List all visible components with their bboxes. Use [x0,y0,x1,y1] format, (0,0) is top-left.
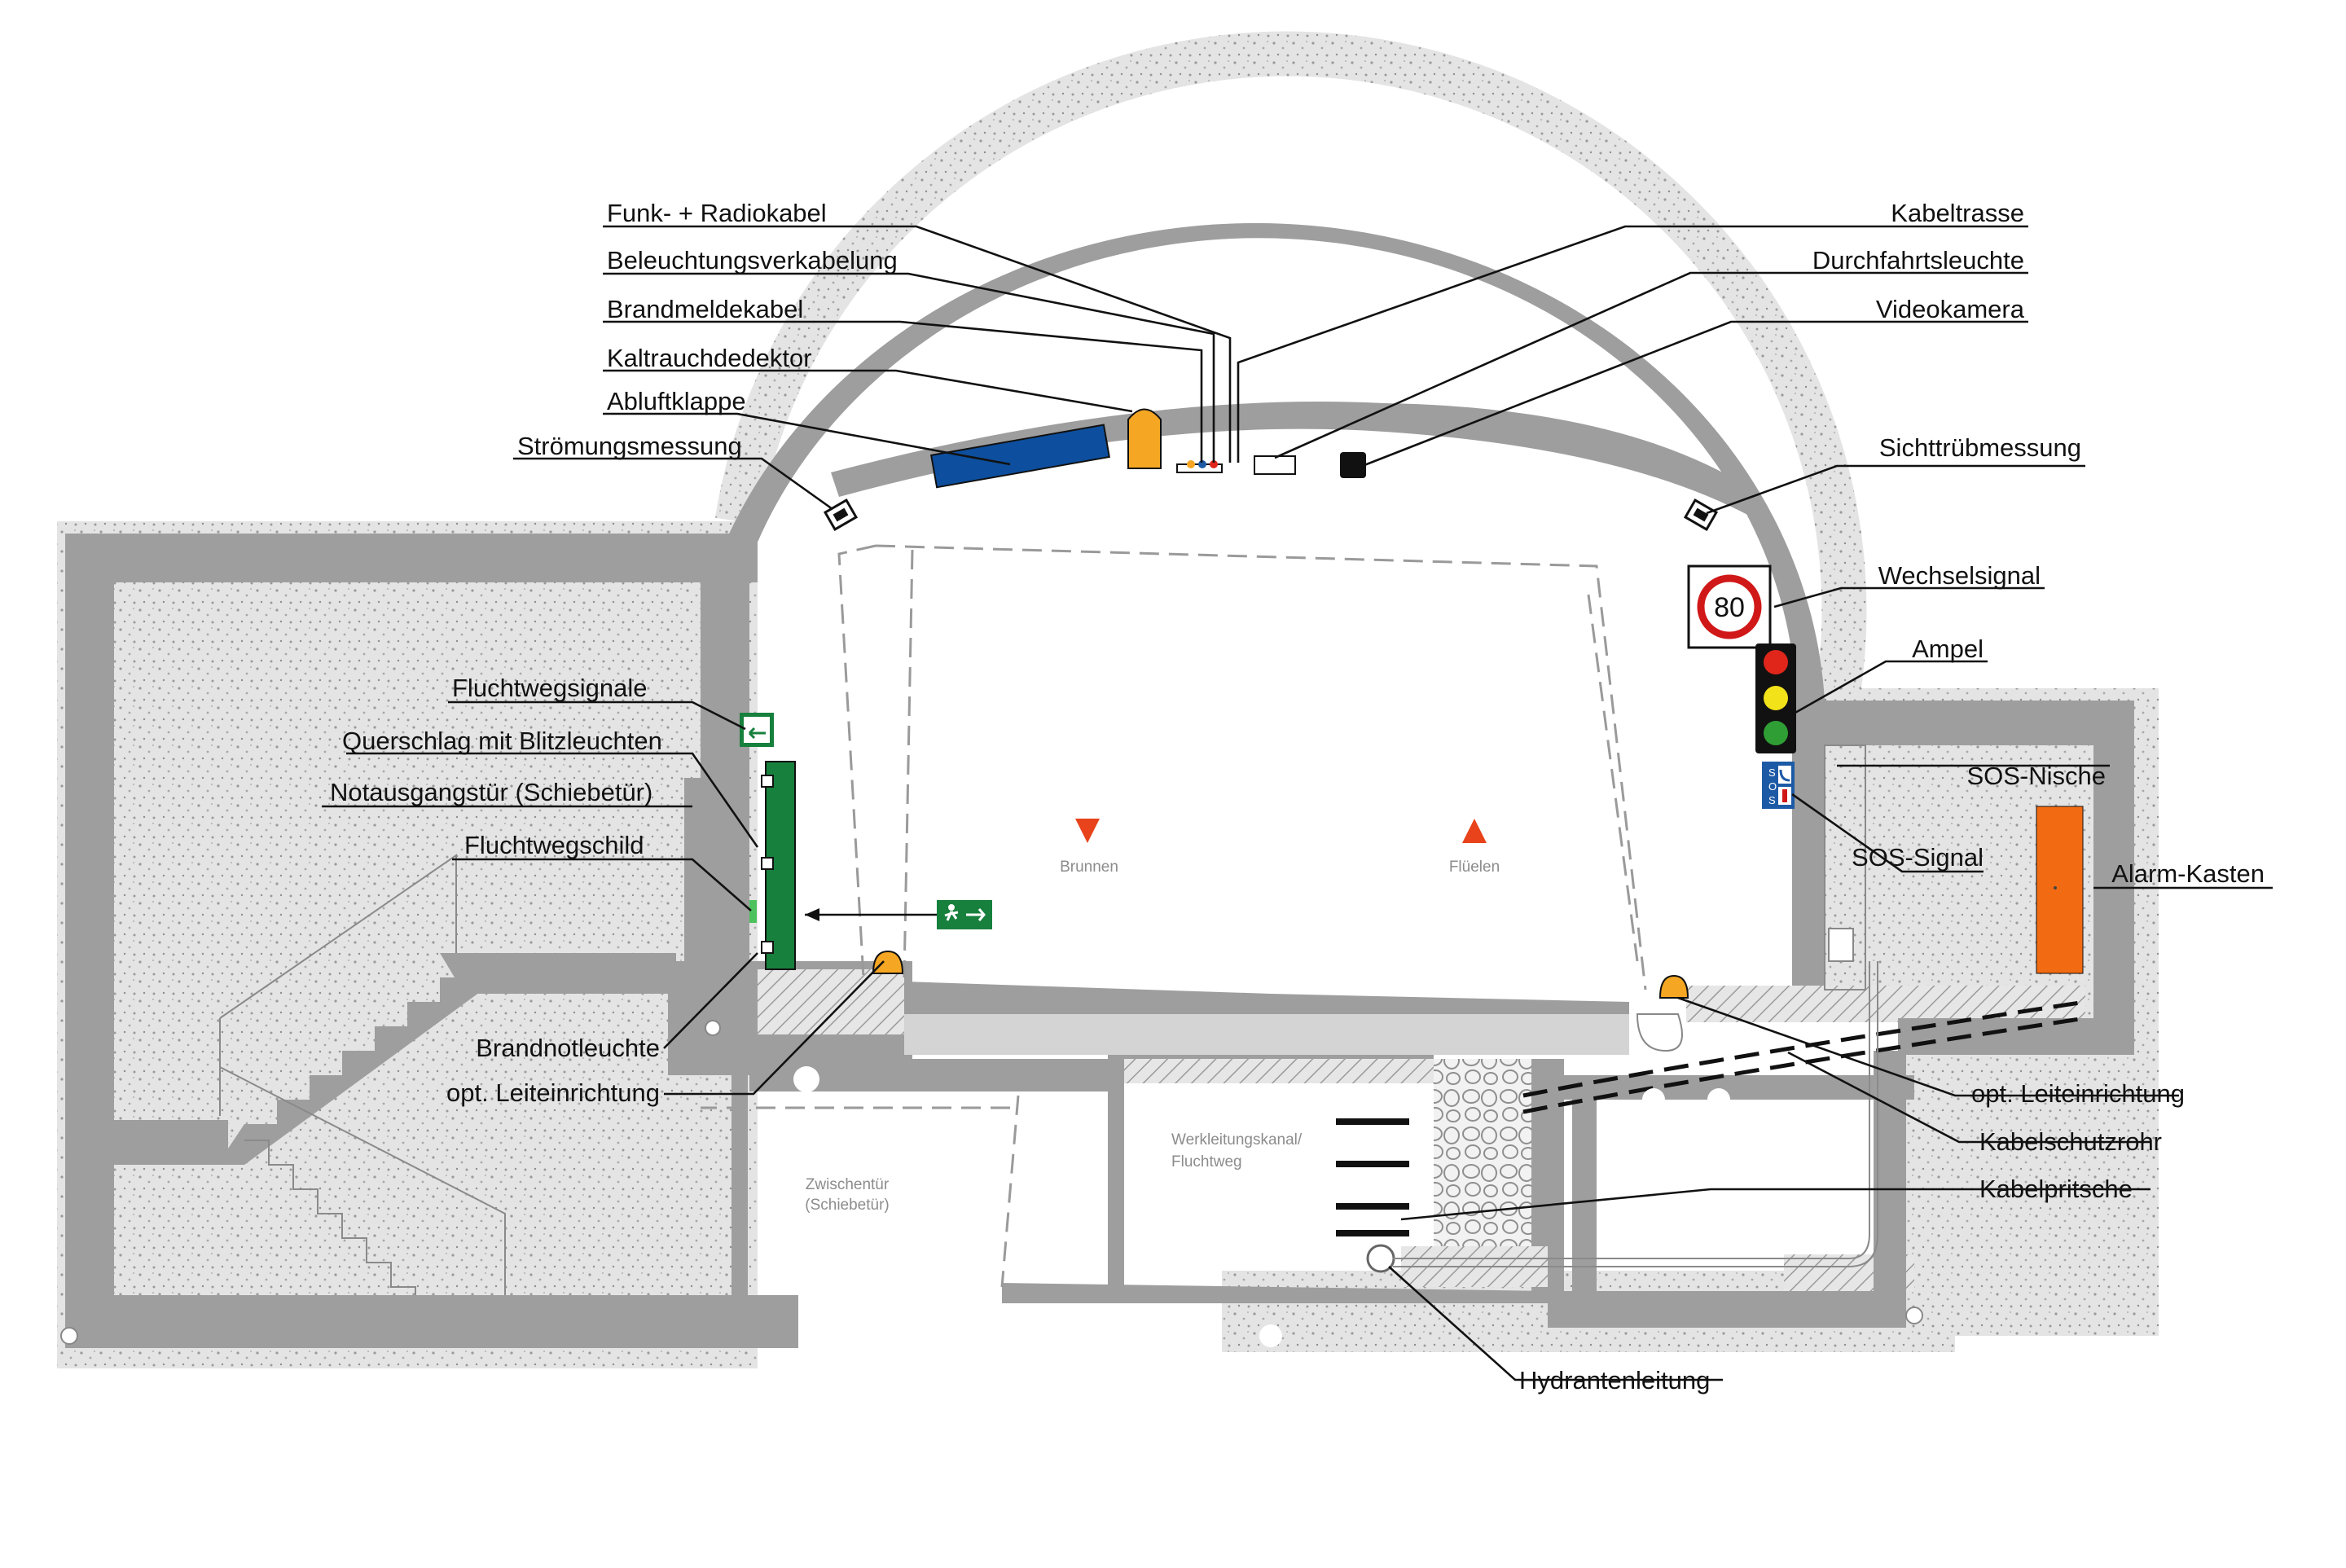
label-notausgangstuer: Notausgangstür (Schiebetür) [330,778,652,806]
label-kaltrauchdedektor: Kaltrauchdedektor [607,344,812,372]
wechselsignal: 80 [1687,564,1772,649]
directional-arrow-icon [966,908,986,921]
emergency-door-frame [684,778,705,973]
sichttruebmessung-sensor [1683,499,1719,531]
label-opt-leiteinrichtung-right: opt. Leiteinrichtung [1971,1079,2185,1108]
label-stroemungsmessung: Strömungsmessung [517,432,742,460]
cable-tray-shelves [1336,1118,1409,1236]
label-kabelschutzrohr: Kabelschutzrohr [1979,1127,2162,1156]
drain-markers [60,1020,1923,1347]
callout-labels: Funk- + Radiokabel Beleuchtungsverkabelu… [330,199,2265,1395]
tunnel-structure [57,31,2159,1368]
label-alarm-kasten: Alarm-Kasten [2111,859,2265,888]
label-flueelen: Flüelen [1449,859,1500,876]
svg-text:S: S [1768,794,1776,806]
label-brandnotleuchte: Brandnotleuchte [476,1034,660,1062]
label-abluftklappe: Abluftklappe [607,387,746,415]
equipment: 80 S O S [740,408,2084,999]
cable-conduit [1522,999,2086,1098]
label-beleuchtungsverkabelung: Beleuchtungsverkabelung [607,246,898,275]
sos-signal-box: S O S [1762,762,1795,809]
ampel-traffic-light [1755,643,1796,753]
querschlag-door [761,761,796,970]
label-videokamera: Videokamera [1876,295,2025,323]
label-wechselsignal: Wechselsignal [1878,561,2041,590]
sos-niche-wall [1792,701,2134,745]
alarm-kasten [2036,806,2084,974]
label-ampel: Ampel [1912,635,1984,663]
fluchtwegsignal [740,713,774,747]
left-building-rock [57,521,758,1368]
leader-lines [322,225,2273,1381]
tunnel-arch-wall [717,222,1825,977]
escape-route-sign [937,900,992,929]
label-querschlag: Querschlag mit Blitzleuchten [342,727,662,755]
label-brandmeldekabel: Brandmeldekabel [607,295,803,323]
label-fluchtwegschild: Fluchtwegschild [464,831,644,859]
label-sos-nische: SOS-Nische [1966,762,2106,790]
label-zwischentuer-schiebetuer: (Schiebetür) [805,1197,890,1214]
videokamera [1340,452,1366,478]
svg-text:O: O [1768,780,1777,793]
label-kabelpritsche: Kabelpritsche [1979,1175,2133,1203]
kaltrauch-detektor [1127,408,1162,469]
abluftklappe [929,424,1110,489]
staircase [114,953,489,1165]
label-fluchtweg: Fluchtweg [1171,1153,1242,1171]
label-opt-leiteinrichtung-left: opt. Leiteinrichtung [446,1078,660,1107]
label-funk-radiokabel: Funk- + Radiokabel [607,199,827,227]
brunnen-direction-arrow [1075,819,1100,843]
stone-fill [1434,1059,1531,1263]
stroemungsmessung-sensor [823,499,859,531]
brandnotleuchte-left [872,950,904,974]
clearance-outline-dashed [875,544,1647,990]
roadway-slab [904,982,1629,1014]
label-durchfahrtsleuchte: Durchfahrtsleuchte [1812,246,2024,275]
label-hydrantenleitung: Hydrantenleitung [1519,1366,1710,1395]
label-fluchtwegsignale: Fluchtwegsignale [452,674,648,702]
fluchtwegschild-marker [749,900,757,923]
label-sos-signal: SOS-Signal [1852,843,1984,872]
speed-limit-value: 80 [1714,592,1745,623]
label-werkleitungskanal: Werkleitungskanal/ [1171,1131,1303,1149]
escape-running-man-icon [944,904,959,921]
label-kabeltrasse: Kabeltrasse [1891,199,2024,227]
flueelen-direction-arrow [1462,819,1487,843]
svg-text:S: S [1768,766,1776,779]
durchfahrtsleuchte [1254,455,1296,475]
label-zwischentuer: Zwischentür [806,1176,890,1193]
label-sichttruebmessung: Sichttrübmessung [1879,433,2081,462]
brandnotleuchte-right [1658,974,1689,999]
label-brunnen: Brunnen [1060,859,1118,876]
